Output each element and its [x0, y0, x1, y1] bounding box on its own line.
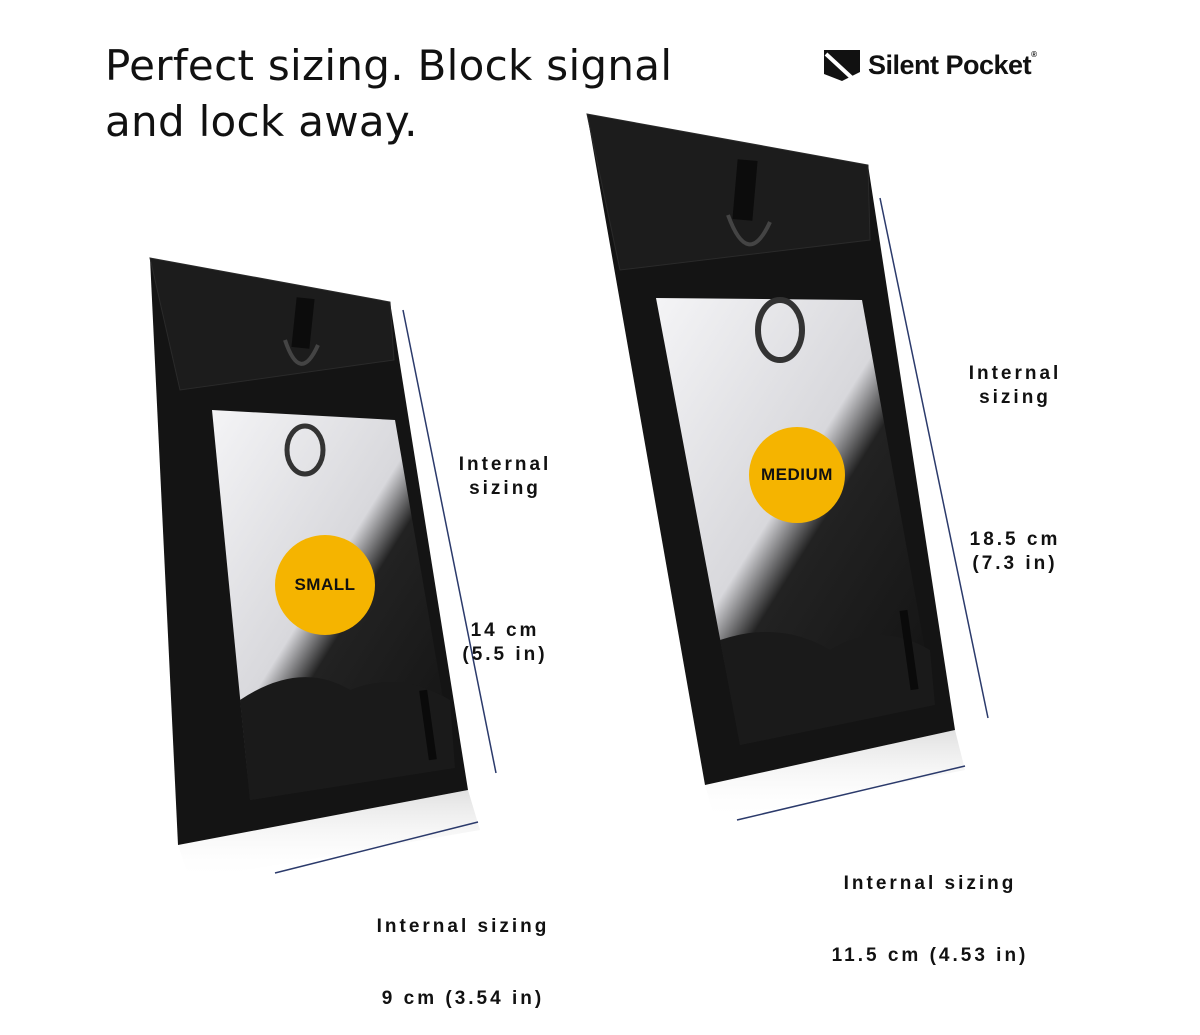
brand-logo: Silent Pocket® — [822, 48, 1037, 82]
small-height-label: Internal sizing 14 cm (5.5 in) — [458, 454, 552, 665]
headline-line-2: and lock away. — [105, 97, 418, 146]
medium-height-line — [879, 197, 989, 719]
small-width-line — [274, 821, 479, 874]
headline-line-1: Perfect sizing. Block signal — [105, 41, 673, 90]
size-badge-medium: MEDIUM — [749, 427, 845, 523]
small-height-line — [402, 309, 497, 774]
medium-width-line — [736, 765, 966, 821]
medium-height-label: Internal sizing 18.5 cm (7.3 in) — [968, 363, 1062, 574]
shield-icon — [824, 50, 860, 81]
size-badge-small: SMALL — [275, 535, 375, 635]
brand-name: Silent Pocket® — [868, 49, 1037, 80]
medium-width-label: Internal sizing 11.5 cm (4.53 in) — [831, 873, 1029, 966]
small-width-label: Internal sizing 9 cm (3.54 in) — [376, 916, 550, 1009]
headline: Perfect sizing. Block signal and lock aw… — [105, 38, 672, 150]
